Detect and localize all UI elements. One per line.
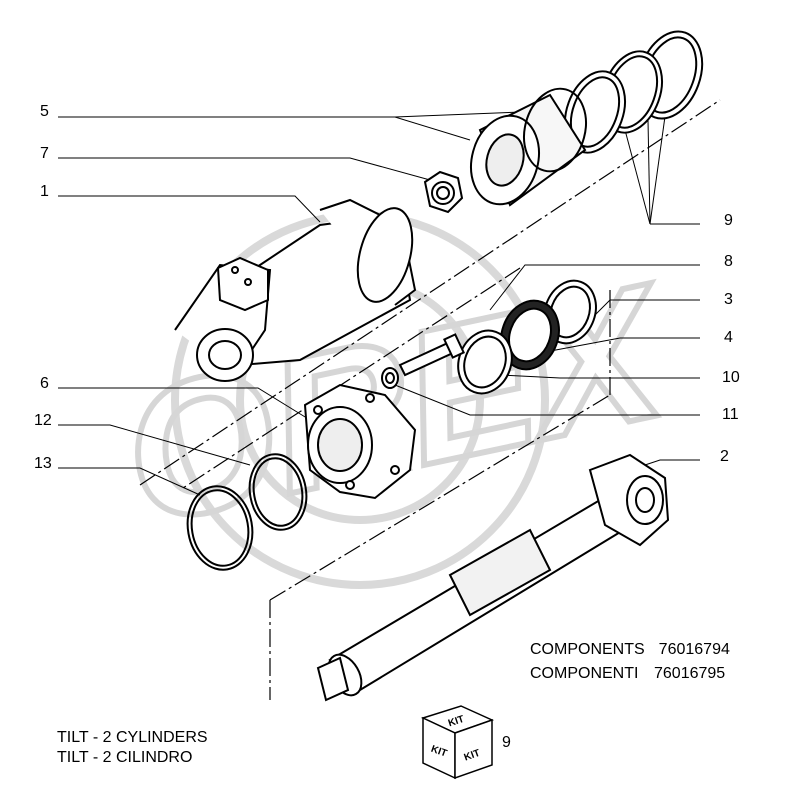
callout-12: 12 — [34, 412, 52, 429]
lock-nut — [423, 170, 464, 214]
callout-2: 2 — [720, 448, 729, 465]
screw-and-washer — [381, 333, 465, 389]
callout-7: 7 — [40, 145, 49, 162]
callout-8: 8 — [724, 253, 733, 270]
o-rings — [186, 453, 308, 571]
callout-5: 5 — [40, 103, 49, 120]
components-code: 76016794 — [658, 641, 730, 658]
title-line-italian: TILT - 2 CILINDRO — [57, 749, 193, 766]
callout-10: 10 — [722, 369, 740, 386]
components-label: COMPONENTS — [530, 641, 645, 658]
piston-rod — [316, 453, 670, 702]
componenti-row: COMPONENTI 76016795 — [530, 664, 730, 684]
components-block: COMPONENTS 76016794 COMPONENTI 76016795 — [530, 640, 730, 684]
assembly-axis-lines — [139, 99, 721, 700]
callout-1: 1 — [40, 183, 49, 200]
kit-box-right-label: KIT — [463, 748, 482, 764]
title-line-english: TILT - 2 CYLINDERS — [57, 729, 208, 746]
callout-3: 3 — [724, 291, 733, 308]
seal-ring-kit — [564, 30, 704, 154]
componenti-label: COMPONENTI — [530, 665, 639, 682]
diagram-title: TILT - 2 CYLINDERS TILT - 2 CILINDRO — [57, 728, 208, 768]
callout-9: 9 — [724, 212, 733, 229]
kit-box-top-label: KIT — [447, 714, 466, 729]
componenti-code: 76016795 — [654, 665, 726, 682]
callout-11: 11 — [722, 406, 739, 423]
kit-box-left-label: KIT — [429, 744, 448, 760]
callout-13: 13 — [34, 455, 52, 472]
callout-4: 4 — [724, 329, 733, 346]
kit-box-icon — [420, 705, 495, 780]
cylinder-head — [303, 383, 417, 500]
kit-number: 9 — [502, 734, 511, 751]
components-row: COMPONENTS 76016794 — [530, 640, 730, 660]
callout-6: 6 — [40, 375, 49, 392]
cylinder-body — [174, 198, 417, 382]
piston — [470, 87, 587, 207]
rod-seals — [457, 279, 597, 395]
leader-lines — [58, 94, 700, 496]
